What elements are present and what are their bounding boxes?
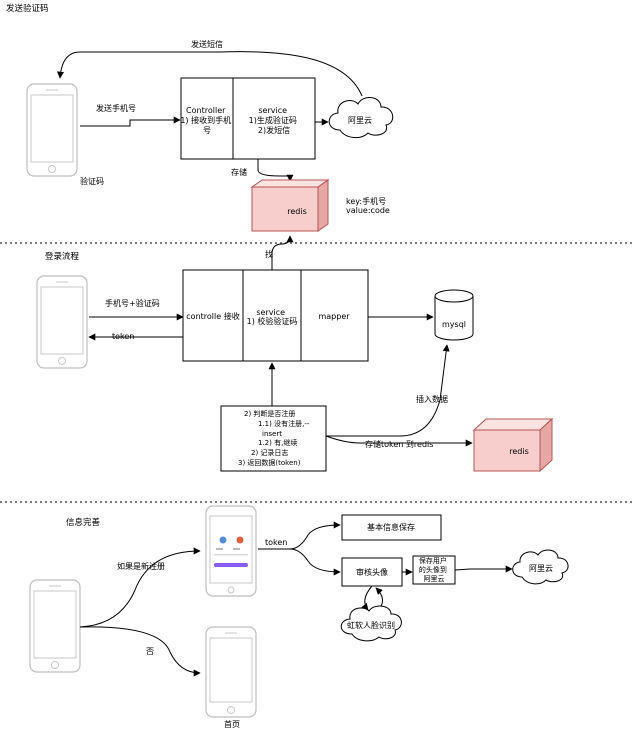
redis-kv-text: key:手机号 value:code: [346, 196, 390, 215]
review-avatar-text: 审核头像: [356, 567, 388, 577]
phone-icon: [36, 275, 88, 369]
verify-service-text: service 1) 校验验证码: [247, 308, 298, 326]
phone-code-label: 手机号+验证码: [105, 298, 160, 308]
store-token-label: 存储token 到redis: [365, 439, 433, 449]
service-text: service 1)生成验证码 2)发短信: [249, 106, 300, 135]
cube-icon: [472, 417, 554, 473]
save-avatar-box: [412, 555, 456, 585]
controller-service-box: [180, 77, 316, 160]
sms-label: 发送短信: [191, 39, 223, 49]
mysql-label: mysql: [442, 320, 466, 329]
redis-top-label: redis: [287, 207, 307, 216]
redis-middle-label: redis: [509, 447, 529, 456]
token-basic-arrow: [258, 521, 341, 550]
store-token-arrow: [325, 435, 473, 447]
cube-icon: [250, 179, 330, 232]
store-arrow: [257, 159, 294, 182]
login-service-box: [182, 269, 369, 362]
not-new-arrow: [79, 626, 201, 677]
phone-icon: [26, 83, 78, 177]
send-phone-arrow: [80, 116, 181, 127]
controller-receive-text: controlle 接收: [186, 311, 239, 321]
insert-label: 插入数据: [416, 394, 448, 404]
token-review-arrow: [289, 548, 341, 576]
section-title-send-code: 发送验证码: [6, 3, 49, 14]
phone-icon: [205, 626, 257, 718]
code-label: 验证码: [80, 176, 104, 186]
controller-text: Controller 1) 接收到手机 号: [180, 106, 233, 135]
app-screen-phone: [205, 505, 257, 597]
token-label: token: [112, 332, 134, 341]
new-register-arrow: [79, 547, 201, 628]
find-label: 找: [265, 249, 273, 259]
cloud-icon: [328, 97, 394, 138]
find-arrow: [271, 235, 294, 270]
section-title-info: 信息完善: [66, 517, 101, 528]
phone-icon: [29, 579, 81, 673]
save-aliyun-arrow: [454, 565, 513, 573]
send-phone-label: 发送手机号: [96, 103, 136, 113]
new-register-label: 如果是新注册: [117, 561, 165, 571]
sms-arrow: [56, 51, 363, 97]
aliyun-label: 阿里云: [348, 116, 372, 125]
aliyun-bottom-label: 阿里云: [529, 564, 553, 573]
token-bottom-label: token: [265, 538, 287, 547]
save-avatar-text: 保存用户 的头像到 阿里云: [419, 556, 449, 583]
mapper-text: mapper: [318, 312, 350, 321]
database-icon: [434, 289, 474, 341]
section-title-login: 登录流程: [45, 251, 80, 262]
no-label: 否: [146, 647, 154, 656]
insert-arrow: [326, 344, 450, 437]
face-recognition-label: 虹软人脸识别: [347, 620, 395, 630]
basic-info-box: [341, 514, 442, 541]
basic-info-text: 基本信息保存: [367, 522, 415, 532]
cloud-icon: [340, 605, 402, 642]
review-face-arrow: [361, 585, 373, 611]
review-avatar-box: [341, 557, 403, 587]
store-label: 存储: [231, 167, 247, 177]
cloud-icon: [512, 549, 569, 585]
register-logic-box: [220, 405, 327, 472]
register-logic-text: 2) 判断是否注册 1.1) 没有注册,-- insert 1.2) 有,继续 …: [238, 409, 312, 467]
home-label: 首页: [224, 719, 240, 729]
